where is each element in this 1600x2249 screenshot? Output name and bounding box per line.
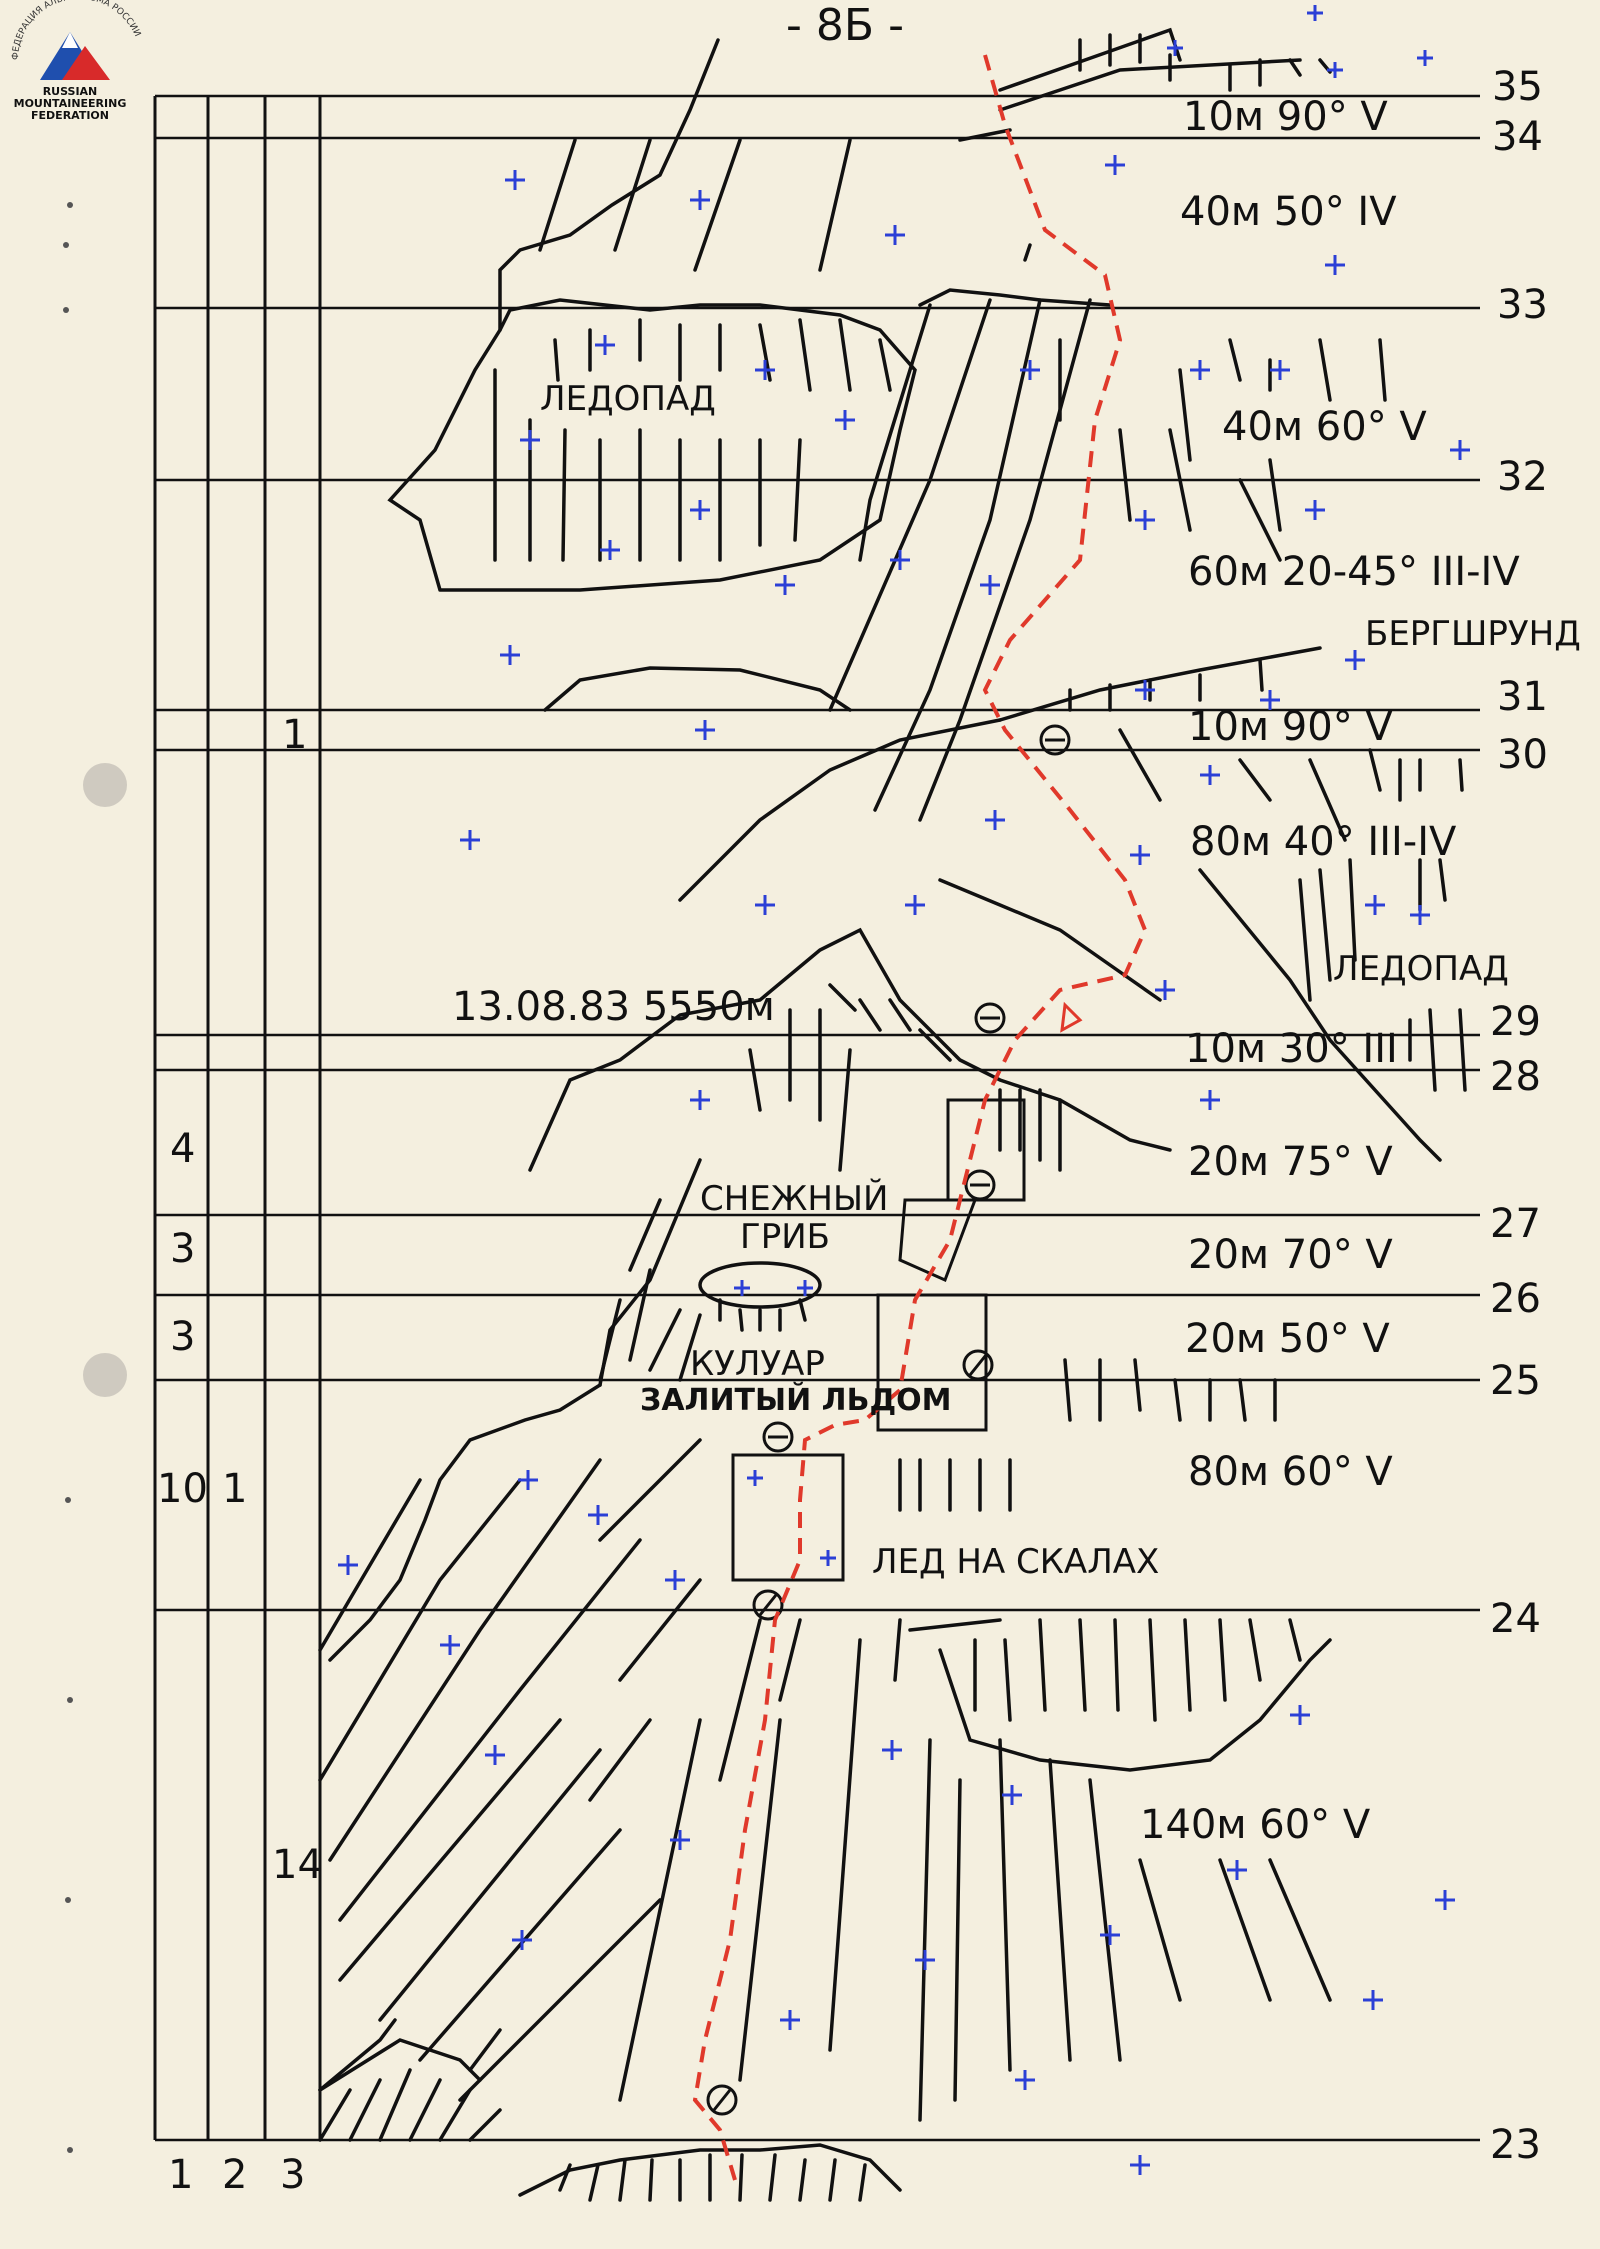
area-labels: ЛЕДОПАД ЛЕДОПАД БЕРГШРУНД 13.08.83 5550м… [452, 379, 1581, 1582]
pitch-label: 60м 20-45° III-IV [1188, 549, 1520, 595]
pitch-label: 40м 50° IV [1180, 189, 1397, 235]
segment-number: 25 [1490, 1358, 1541, 1404]
pitch-label: 10м 90° V [1183, 94, 1388, 140]
snow-mushroom-label-2: ГРИБ [740, 1217, 830, 1257]
table-cell: 3 [170, 1226, 195, 1272]
segment-number: 34 [1492, 114, 1543, 160]
punch-hole-upper [83, 763, 127, 807]
segment-number: 35 [1492, 64, 1543, 110]
icefall-top-label: ЛЕДОПАД [540, 379, 716, 419]
route-line [692, 54, 1148, 2181]
segment-number: 24 [1490, 1596, 1541, 1642]
pitch-label: 10м 90° V [1188, 704, 1393, 750]
column-header: 1 [168, 2152, 193, 2198]
segment-numbers: 35 34 33 32 31 30 29 28 27 26 25 24 23 [1490, 64, 1548, 2168]
segment-number: 26 [1490, 1276, 1541, 1322]
snow-mushroom-label-1: СНЕЖНЫЙ [700, 1178, 888, 1219]
table-cell: 1 [222, 1466, 247, 1512]
couloir-label-1: КУЛУАР [690, 1344, 825, 1384]
column-header: 2 [222, 2152, 247, 2198]
pitch-label: 20м 75° V [1188, 1139, 1393, 1185]
segment-number: 31 [1497, 674, 1548, 720]
pitch-label: 80м 40° III-IV [1190, 819, 1457, 865]
table-cell: 3 [170, 1314, 195, 1360]
bergschrund-label: БЕРГШРУНД [1365, 614, 1581, 654]
logo-line1: RUSSIAN [43, 85, 98, 98]
segment-number: 30 [1497, 732, 1548, 778]
ice-crosses [338, 5, 1470, 2175]
segment-number: 29 [1490, 999, 1541, 1045]
rmf-logo: ФЕДЕРАЦИЯ АЛЬПИНИЗМА РОССИИ RUSSIAN MOUN… [11, 0, 142, 122]
icefall-right-label: ЛЕДОПАД [1333, 949, 1509, 989]
pitch-label: 140м 60° V [1140, 1802, 1371, 1848]
page-number: - 8Б - [786, 0, 904, 51]
logo-line2: MOUNTAINEERING [14, 97, 127, 110]
pitch-labels: 10м 90° V 40м 50° IV 40м 60° V 60м 20-45… [1140, 94, 1520, 1848]
pitch-label: 20м 70° V [1188, 1232, 1393, 1278]
bivouac-label: 13.08.83 5550м [452, 984, 775, 1030]
couloir-label-2: ЗАЛИТЫЙ ЛЬДОМ [640, 1382, 952, 1418]
logo-line3: FEDERATION [31, 109, 109, 122]
segment-lines [155, 94, 1480, 2142]
ice-on-rocks-label: ЛЕД НА СКАЛАХ [872, 1542, 1159, 1582]
segment-number: 27 [1490, 1201, 1541, 1247]
table-cell: 14 [272, 1842, 323, 1888]
segment-number: 28 [1490, 1054, 1541, 1100]
segment-number: 33 [1497, 282, 1548, 328]
segment-number: 23 [1490, 2122, 1541, 2168]
margin-dots [63, 202, 73, 2153]
segment-number: 32 [1497, 454, 1548, 500]
terrain-strokes [318, 27, 1467, 2202]
table-columns [153, 96, 322, 2140]
route-boxes [731, 1098, 1026, 1582]
table-cell: 1 [282, 712, 307, 758]
table-cell: 4 [170, 1126, 195, 1172]
pitch-label: 80м 60° V [1188, 1449, 1393, 1495]
table-cell: 10 [157, 1466, 208, 1512]
belay-stations [706, 724, 1071, 2116]
route-marker [1060, 1001, 1083, 1033]
pitch-label: 40м 60° V [1222, 404, 1427, 450]
punch-hole-lower [83, 1353, 127, 1397]
column-header: 3 [280, 2152, 305, 2198]
pitch-label: 20м 50° V [1185, 1316, 1390, 1362]
pitch-label: 10м 30° III [1185, 1026, 1398, 1072]
table-values: 4 3 3 10 1 14 1 1 2 3 [157, 712, 323, 2198]
